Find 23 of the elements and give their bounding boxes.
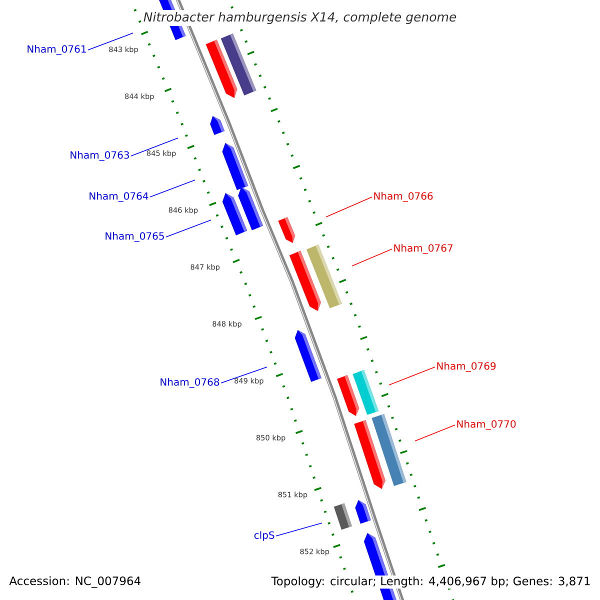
leader-line [326, 196, 372, 218]
gene-label: Nham_0770 [457, 420, 516, 430]
footer-text: Topology: circular; Length: 4,406,967 bp; Genes: 3,871 [270, 575, 592, 589]
gene-label: Nham_0765 [106, 232, 164, 242]
gene-label: Nham_0769 [437, 362, 496, 372]
leader-line [88, 32, 134, 50]
leader-line [276, 522, 322, 536]
gene-label: Nham_0761 [28, 45, 86, 55]
gene-label: Nham_0763 [70, 151, 129, 161]
leader-line [414, 424, 456, 442]
leader-line [352, 248, 392, 266]
footer-text: Accession: NC_007964 [8, 575, 142, 589]
gene-label: Nham_0764 [90, 192, 148, 202]
leader-line [150, 180, 196, 198]
title: Nitrobacter hamburgensis X14, complete genome [141, 10, 459, 26]
gene-label: Nham_0768 [160, 378, 220, 388]
gene-label: clpS [254, 531, 274, 541]
leader-line [130, 138, 178, 156]
leader-line [388, 366, 436, 386]
gene-label: Nham_0766 [374, 192, 433, 202]
gene-label: Nham_0767 [394, 244, 452, 254]
leader-line [220, 366, 268, 384]
leader-line [166, 220, 212, 238]
